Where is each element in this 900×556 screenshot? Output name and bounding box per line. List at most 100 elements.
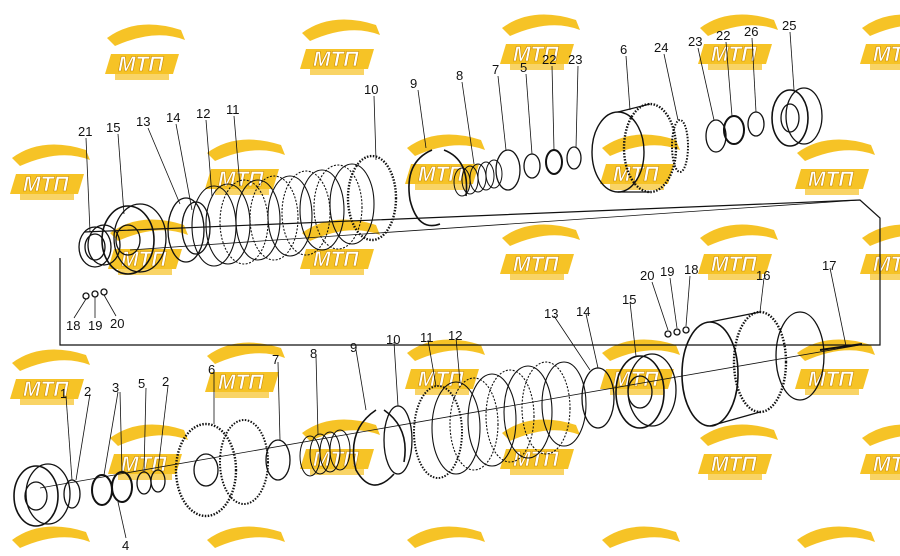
part-10-plate bbox=[346, 154, 398, 242]
parts-18-19-20-bottom bbox=[664, 326, 690, 338]
callout-part-number: 1 bbox=[60, 386, 67, 401]
callout-part-number: 20 bbox=[640, 268, 654, 283]
callout-part-number: 19 bbox=[660, 264, 674, 279]
part-7-washer bbox=[495, 149, 521, 191]
callout-part-number: 5 bbox=[138, 376, 145, 391]
callout-part-number: 12 bbox=[196, 106, 210, 121]
part-9-snap-ring bbox=[408, 149, 468, 227]
watermark-logo: МТП bbox=[300, 19, 380, 75]
callout-part-number: 3 bbox=[112, 380, 119, 395]
part-24-gear bbox=[671, 119, 689, 173]
watermark-logo: МТП bbox=[698, 424, 778, 480]
watermark-logo: МТП bbox=[600, 339, 680, 395]
watermark-text: МТП bbox=[313, 248, 359, 271]
watermark-shape bbox=[795, 526, 875, 556]
part-25-bearing bbox=[771, 87, 823, 147]
watermark-text: МТП bbox=[218, 371, 264, 394]
watermark-text: МТП bbox=[613, 368, 659, 391]
watermark-text: МТП bbox=[418, 368, 464, 391]
callout-part-number: 15 bbox=[106, 120, 120, 135]
watermark-text: МТП bbox=[513, 253, 559, 276]
watermark-text: МТП bbox=[513, 448, 559, 471]
callout-part-number: 7 bbox=[272, 352, 279, 367]
callout-part-number: 17 bbox=[822, 258, 836, 273]
watermark-text: МТП bbox=[313, 448, 359, 471]
clutch-pack-top bbox=[191, 163, 375, 267]
callout-part-number: 10 bbox=[386, 332, 400, 347]
callout-part-number: 6 bbox=[208, 362, 215, 377]
callout-part-number: 24 bbox=[654, 40, 668, 55]
watermark-text: МТП bbox=[711, 453, 757, 476]
part-1-bearing bbox=[13, 463, 71, 527]
callout-part-number: 15 bbox=[622, 292, 636, 307]
watermark-text: МТП bbox=[118, 53, 164, 76]
watermark-shape bbox=[600, 526, 680, 556]
watermark-text: МТП bbox=[418, 163, 464, 186]
part-6b-gear bbox=[174, 419, 269, 518]
watermark-logo: МТП bbox=[698, 14, 778, 70]
watermark-logo: МТП bbox=[205, 342, 285, 398]
top-assembly bbox=[78, 87, 823, 300]
callout-part-number: 20 bbox=[110, 316, 124, 331]
callout-part-number: 14 bbox=[166, 110, 180, 125]
leader-lines bbox=[65, 31, 847, 539]
part-22-bearing bbox=[545, 149, 563, 175]
callout-part-number: 8 bbox=[310, 346, 317, 361]
watermark-shape bbox=[10, 526, 90, 556]
watermark-text: МТП bbox=[513, 43, 559, 66]
watermark-logo: МТП bbox=[205, 139, 285, 195]
watermark-logo: МТП bbox=[10, 144, 90, 200]
watermark-layer: МТП МТП МТП МТП МТП МТП МТП МТП МТП МТП МТП МТП МТП М… bbox=[10, 14, 900, 556]
callout-part-number: 18 bbox=[66, 318, 80, 333]
watermark-logo: МТП bbox=[860, 424, 900, 480]
part-22b-bearing bbox=[723, 115, 745, 145]
part-13b-ring bbox=[581, 367, 615, 429]
part-9b-snap-ring bbox=[352, 409, 406, 486]
callout-part-number: 22 bbox=[716, 28, 730, 43]
part-5-ring bbox=[523, 153, 541, 179]
part-10b-plate bbox=[383, 405, 413, 475]
watermark-logo: МТП bbox=[698, 224, 778, 280]
callout-part-number: 6 bbox=[620, 42, 627, 57]
watermark-text: МТП bbox=[873, 43, 900, 66]
callout-part-number: 8 bbox=[456, 68, 463, 83]
watermark-text: МТП bbox=[613, 163, 659, 186]
watermark-logo: МТП bbox=[405, 339, 485, 395]
callout-part-number: 18 bbox=[684, 262, 698, 277]
callout-part-number: 12 bbox=[448, 328, 462, 343]
watermark-shape bbox=[205, 526, 285, 556]
bottom-assembly bbox=[13, 310, 863, 527]
callout-part-number: 13 bbox=[544, 306, 558, 321]
watermark-text: МТП bbox=[218, 168, 264, 191]
watermark-logo: МТП bbox=[405, 134, 485, 190]
watermark-text: МТП bbox=[711, 253, 757, 276]
callout-part-number: 11 bbox=[226, 102, 240, 117]
callout-part-number: 26 bbox=[744, 24, 758, 39]
part-26-ring bbox=[747, 111, 765, 137]
watermark-logo: МТП bbox=[600, 526, 680, 556]
part-6-gear bbox=[591, 102, 678, 194]
watermark-logo: МТП bbox=[10, 349, 90, 405]
watermark-text: МТП bbox=[23, 173, 69, 196]
part-17-shaft bbox=[819, 343, 863, 351]
part-15b-hub bbox=[615, 353, 677, 429]
watermark-logo: МТП bbox=[105, 24, 185, 80]
callout-part-number: 2 bbox=[162, 374, 169, 389]
watermark-logo: МТП bbox=[860, 14, 900, 70]
watermark-logo: МТП bbox=[300, 219, 380, 275]
callout-part-number: 13 bbox=[136, 114, 150, 129]
callout-part-number: 19 bbox=[88, 318, 102, 333]
part-13-ring bbox=[167, 197, 205, 263]
watermark-logo: МТП bbox=[500, 14, 580, 70]
clutch-pack-bottom bbox=[413, 361, 587, 479]
part-8-spring-pack bbox=[453, 159, 503, 197]
watermark-shape bbox=[405, 526, 485, 556]
part-2-ring bbox=[63, 479, 81, 509]
watermark-logo: МТП bbox=[795, 339, 875, 395]
callout-part-number: 9 bbox=[410, 76, 417, 91]
watermark-text: МТП bbox=[711, 43, 757, 66]
watermark-logo: МТП bbox=[600, 134, 680, 190]
watermark-text: МТП bbox=[313, 48, 359, 71]
watermark-logo: МТП bbox=[300, 419, 380, 475]
